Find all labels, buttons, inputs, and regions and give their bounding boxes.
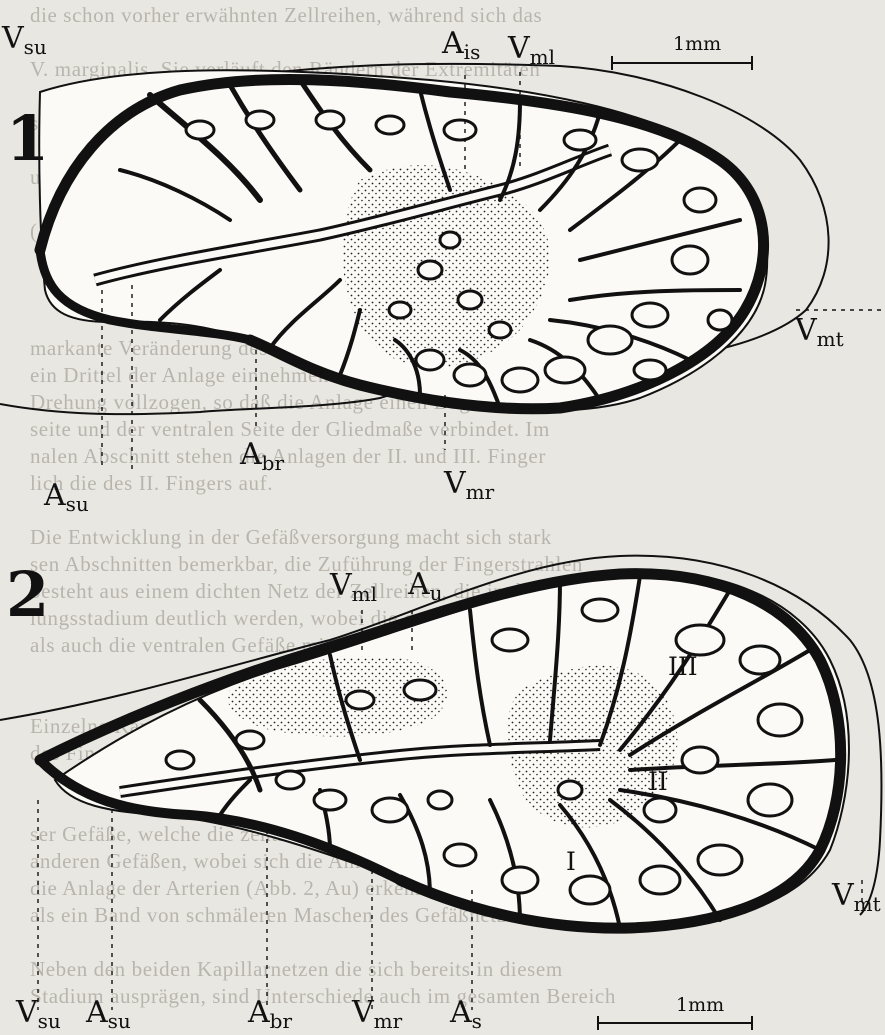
fig2-number: 2 [6,558,49,631]
fig1-ais-label: Ais [441,26,480,64]
fig2-scale-label: 1mm [676,994,724,1016]
fig2-vml-label: Vml [329,568,377,606]
fig2-vmr-label: Vmr [351,995,403,1033]
fig1-vsu-label: Vsu [1,21,47,59]
fig1-scale-label: 1mm [673,33,721,55]
fig2-region-i: I [566,847,576,876]
fig1-vmr-label: Vmr [443,466,495,504]
fig2-abr-label: Abr [247,995,292,1033]
fig2-asu-label: Asu [85,995,131,1033]
figure-2: 1mm 2 Vml Au III II I Vmt Vsu Asu Abr Vm… [0,556,882,1033]
fig1-abr-label: Abr [239,437,284,475]
figure-1: 1mm 1 Vsu Ais Vml Vmt Asu Abr Vmr [0,21,885,516]
fig1-asu-label: Asu [43,478,89,516]
fig1-scale-bar: 1mm [612,33,752,70]
fig1-vmt-label: Vmt [794,313,844,351]
fig2-region-iii: III [668,652,698,681]
fig2-vmt-label: Vmt [831,878,881,916]
fig1-vml-label: Vml [507,31,555,69]
fig2-scale-bar: 1mm [598,994,752,1030]
fig1-number: 1 [6,102,49,175]
fig2-region-ii: II [648,767,668,796]
fig2-au-label: Au [407,567,443,605]
fig2-as-label: As [449,995,482,1033]
